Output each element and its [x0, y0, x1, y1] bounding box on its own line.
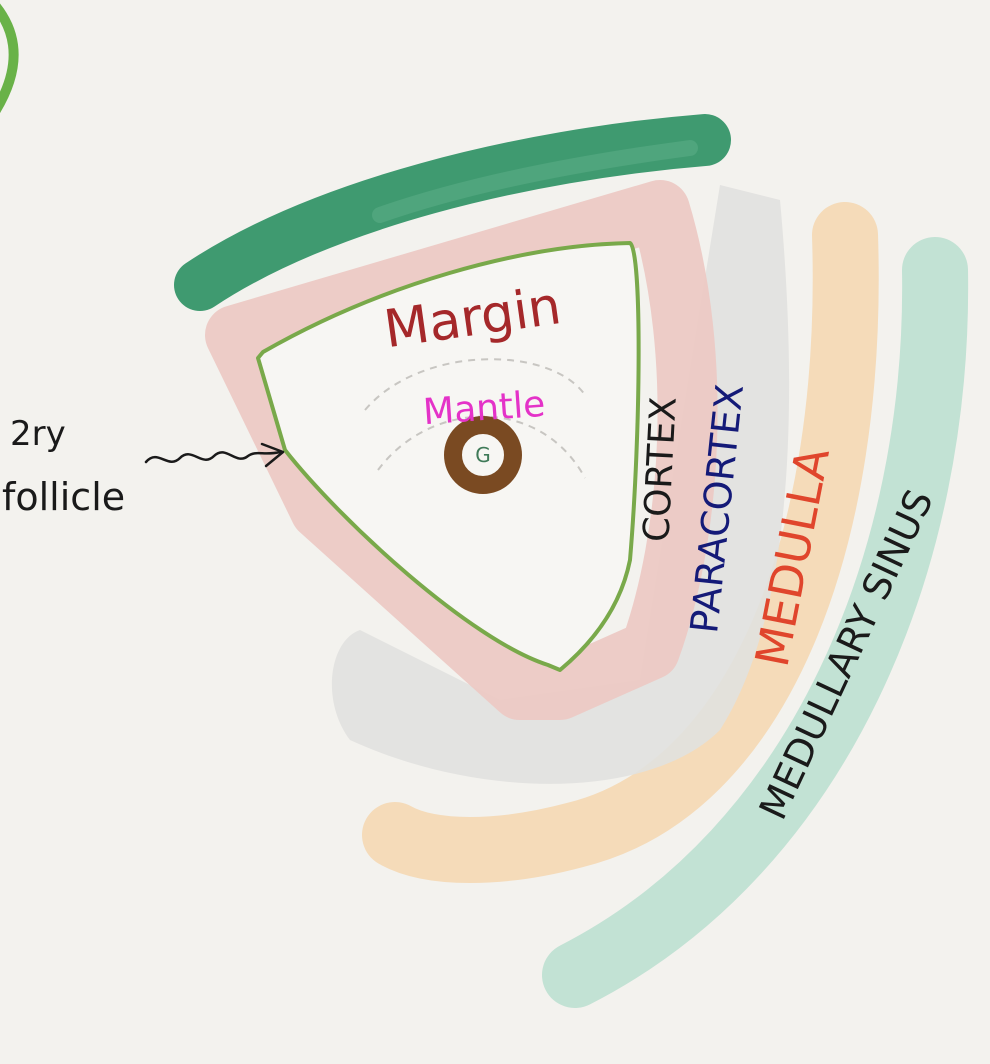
germinal-center-ring	[444, 416, 522, 494]
germinal-center-label: G	[475, 443, 491, 467]
capsule-highlight	[372, 140, 698, 223]
follicle-label-line2: follicle	[2, 475, 125, 519]
green-arc-edge	[0, 3, 19, 113]
cortex-label: CORTEX	[636, 396, 685, 543]
mantle-outer-arc	[364, 358, 586, 411]
follicle-arrowhead	[260, 442, 285, 468]
mantle-label: Mantle	[422, 384, 547, 433]
germinal-center-core	[464, 436, 502, 474]
medulla-band	[362, 202, 879, 883]
medullary-sinus-band	[542, 237, 969, 1008]
capsule-band	[174, 114, 731, 311]
follicle-arrow	[144, 450, 282, 464]
cortex-band	[205, 180, 718, 720]
follicle-outline	[256, 241, 641, 672]
follicle-label-line1: 2ry	[10, 414, 66, 454]
